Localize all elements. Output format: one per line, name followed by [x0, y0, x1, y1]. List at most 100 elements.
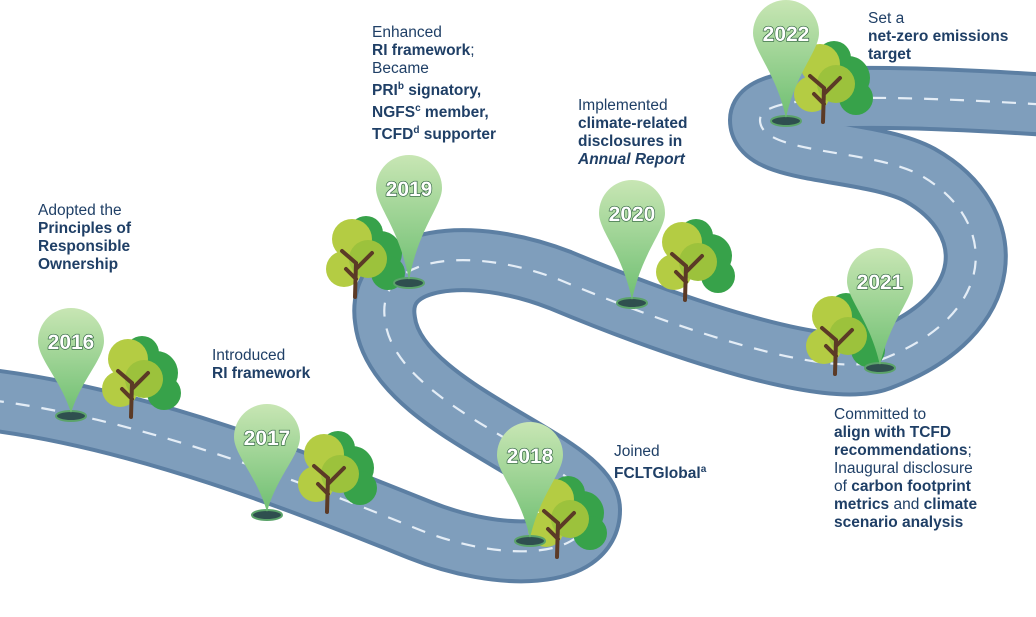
label-text: carbon footprint [851, 478, 971, 495]
label-line: Ownership [38, 256, 131, 274]
pin-year-label: 2020 [609, 203, 656, 226]
milestone-2022: 2022 [753, 0, 873, 127]
label-line: climate-related [578, 115, 687, 133]
milestone-2018: 2018 [496, 421, 607, 559]
label-text: net-zero emissions [868, 28, 1009, 45]
location-pin-icon [496, 421, 563, 538]
milestone-2020: 2020 [599, 180, 735, 309]
label-text: Joined [614, 443, 660, 460]
pin-year-label: 2016 [48, 331, 95, 354]
pin-year-label: 2017 [244, 427, 291, 450]
pin-year-label: 2019 [386, 178, 433, 201]
label-line: scenario analysis [834, 514, 977, 532]
location-pin-icon [38, 308, 104, 413]
label-text: Principles of [38, 220, 132, 237]
location-pin-icon [847, 248, 913, 365]
label-text: PRI [372, 82, 398, 100]
location-pin-icon [233, 403, 300, 512]
label-text: Ownership [38, 256, 119, 273]
label-line: PRIb signatory, [372, 78, 496, 100]
label-line: RI framework [212, 365, 310, 383]
label-line: Inaugural disclosure [834, 460, 977, 478]
milestone-2021: 2021 [806, 248, 913, 376]
label-text: climate-related [578, 115, 688, 132]
label-line: NGFSc member, [372, 100, 496, 122]
location-pin-icon [599, 180, 665, 300]
label-text: NGFS [372, 104, 416, 122]
label-line: Became [372, 60, 496, 78]
label-text: Adopted the [38, 202, 122, 219]
label-text: Introduced [212, 347, 286, 364]
label-line: net-zero emissions [868, 28, 1008, 46]
label-text: metrics [834, 496, 890, 513]
label-line: Committed to [834, 406, 977, 424]
pin-year-label: 2018 [507, 445, 554, 468]
label-text: RI framework [372, 42, 471, 59]
label-line: disclosures in [578, 133, 687, 151]
tree-icon [102, 336, 181, 419]
winding-road [0, 65, 1036, 584]
label-text: supporter [419, 126, 497, 144]
label-line: metrics and climate [834, 496, 977, 514]
label-line: recommendations; [834, 442, 977, 460]
milestone-2017: 2017 [233, 403, 377, 521]
label-line: Adopted the [38, 202, 131, 220]
label-line: Set a [868, 10, 1008, 28]
label-line: of carbon footprint [834, 478, 977, 496]
label-text: Implemented [578, 97, 668, 114]
label-line: Annual Report [578, 151, 687, 169]
road-center-dash [0, 96, 1036, 553]
label-text: b [397, 81, 404, 92]
label-text: Responsible [38, 238, 131, 255]
milestone-2016: 2016 [38, 308, 181, 422]
label-text: Inaugural disclosure [834, 460, 973, 477]
label-text: scenario analysis [834, 514, 964, 531]
label-text: ; [967, 442, 972, 459]
label-text: signatory, [403, 82, 482, 100]
milestone-markers: 2016 2017 2018 2019 2020 2021 2022 [38, 0, 913, 559]
label-text: Set a [868, 10, 905, 27]
label-text: FCLTGlobal [614, 465, 701, 483]
label-text: Committed to [834, 406, 927, 423]
label-text: c [415, 103, 421, 115]
tree-icon [794, 41, 873, 124]
label-text: Enhanced [372, 24, 442, 41]
location-pin-icon [753, 0, 819, 118]
label-text: TCFD [372, 126, 414, 144]
pin-year-label: 2022 [763, 23, 810, 46]
label-line: Implemented [578, 97, 687, 115]
label-text: target [868, 46, 912, 63]
label-line: Joined [614, 443, 706, 461]
label-text: climate [923, 496, 978, 513]
label-text: disclosures in [578, 133, 683, 150]
label-text: member, [420, 104, 489, 122]
label-line: Principles of [38, 220, 131, 238]
label-text: of [834, 478, 852, 495]
label-text: RI framework [212, 365, 311, 382]
label-line: FCLTGlobala [614, 461, 706, 483]
label-text: d [413, 125, 420, 137]
label-line: TCFDd supporter [372, 122, 496, 144]
label-text: Annual Report [578, 151, 685, 168]
label-line: Responsible [38, 238, 131, 256]
location-pin-icon [376, 155, 442, 280]
label-line: Introduced [212, 347, 310, 365]
tree-icon [656, 219, 735, 302]
label-text: a [700, 464, 707, 475]
label-text: and [889, 496, 924, 513]
label-line: target [868, 46, 1008, 64]
label-text: Became [372, 60, 429, 77]
label-line: RI framework; [372, 42, 496, 60]
label-text: recommendations [834, 442, 968, 459]
label-text: align with TCFD [834, 424, 952, 441]
label-line: align with TCFD [834, 424, 977, 442]
label-text: ; [470, 42, 475, 59]
